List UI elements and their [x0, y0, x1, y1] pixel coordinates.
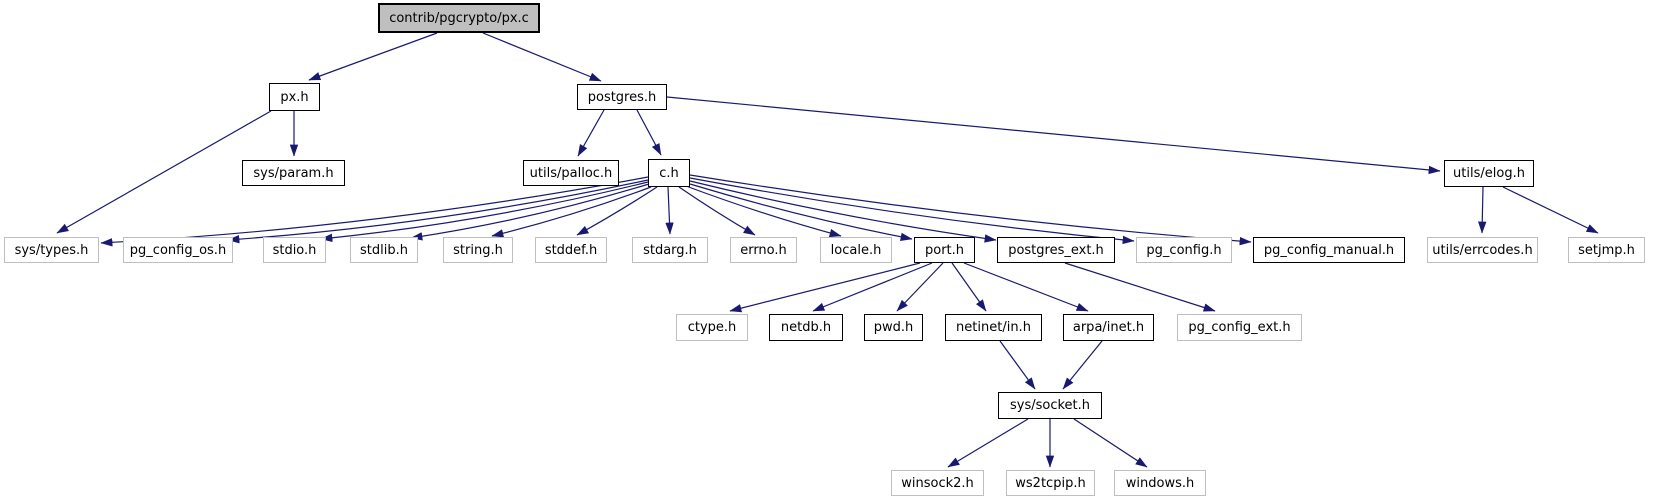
graph-node-stdio_h: stdio.h	[263, 237, 326, 263]
graph-node-setjmp_h: setjmp.h	[1568, 237, 1645, 263]
edge-netinet_in_h-to-sys_socket_h	[999, 340, 1036, 390]
graph-node-postgres_ext_h[interactable]: postgres_ext.h	[997, 237, 1115, 263]
graph-node-c_h[interactable]: c.h	[648, 159, 690, 187]
edge-postgres_h-to-utils_elog_h	[666, 96, 1441, 175]
graph-node-label: stdio.h	[272, 242, 317, 258]
edge-port_h-to-netdb_h	[812, 262, 933, 312]
graph-node-label: utils/errcodes.h	[1432, 242, 1533, 258]
graph-node-netinet_in_h[interactable]: netinet/in.h	[945, 314, 1042, 341]
graph-node-pg_config_os_h: pg_config_os.h	[123, 237, 233, 263]
edge-c_h-to-pg_config_h	[689, 177, 1135, 245]
graph-node-label: string.h	[453, 242, 503, 258]
graph-node-stdlib_h: stdlib.h	[350, 237, 418, 263]
graph-node-ctype_h: ctype.h	[676, 314, 748, 341]
edge-c_h-to-port_h	[689, 183, 913, 241]
graph-node-sys_param_h[interactable]: sys/param.h	[242, 160, 345, 186]
graph-node-stddef_h: stddef.h	[535, 237, 607, 263]
graph-node-label: utils/palloc.h	[529, 165, 613, 181]
edge-sys_socket_h-to-winsock2_h	[947, 418, 1029, 468]
graph-node-utils_elog_h[interactable]: utils/elog.h	[1444, 160, 1534, 187]
graph-node-label: netdb.h	[780, 320, 832, 335]
graph-node-label: utils/elog.h	[1453, 166, 1525, 181]
edge-port_h-to-arpa_inet_h	[963, 262, 1089, 312]
graph-node-stdarg_h: stdarg.h	[632, 237, 708, 263]
graph-node-label: c.h	[659, 165, 679, 181]
graph-node-label: stdarg.h	[643, 242, 697, 258]
edge-c_h-to-stddef_h	[576, 186, 658, 236]
edge-px_c-to-px_h	[308, 32, 438, 81]
graph-node-pg_config_ext_h: pg_config_ext.h	[1177, 314, 1302, 341]
graph-node-netdb_h[interactable]: netdb.h	[769, 314, 843, 341]
edge-c_h-to-stdlib_h	[410, 183, 650, 241]
edge-c_h-to-pg_config_os_h	[227, 179, 649, 244]
graph-node-label: stddef.h	[544, 242, 598, 258]
graph-node-label: netinet/in.h	[956, 320, 1031, 335]
graph-node-px_c[interactable]: contrib/pgcrypto/px.c	[378, 3, 540, 33]
graph-node-label: postgres.h	[587, 89, 657, 105]
graph-node-label: stdlib.h	[360, 242, 408, 258]
graph-node-label: postgres_ext.h	[1008, 242, 1104, 258]
edge-c_h-to-errno_h	[678, 186, 756, 236]
graph-node-label: pg_config_manual.h	[1263, 242, 1395, 258]
graph-node-sys_socket_h[interactable]: sys/socket.h	[998, 392, 1102, 419]
graph-node-label: sys/types.h	[14, 242, 89, 258]
edge-px_c-to-postgres_h	[482, 32, 602, 82]
graph-node-pwd_h[interactable]: pwd.h	[864, 314, 923, 341]
edge-port_h-to-netinet_in_h	[951, 262, 987, 312]
edge-postgres_ext_h-to-pg_config_ext_h	[1064, 262, 1216, 312]
edge-port_h-to-ctype_h	[729, 262, 921, 313]
edge-utils_elog_h-to-utils_errcodes_h	[1478, 186, 1487, 234]
graph-node-locale_h: locale.h	[820, 237, 892, 263]
graph-node-label: setjmp.h	[1578, 242, 1635, 258]
graph-node-label: sys/socket.h	[1009, 398, 1091, 413]
graph-node-label: contrib/pgcrypto/px.c	[389, 10, 529, 26]
graph-node-label: arpa/inet.h	[1072, 320, 1145, 335]
edge-c_h-to-stdio_h	[320, 181, 649, 243]
edge-c_h-to-stdarg_h	[665, 186, 674, 235]
graph-node-errno_h: errno.h	[730, 237, 797, 263]
edge-arpa_inet_h-to-sys_socket_h	[1062, 340, 1103, 390]
graph-node-label: pg_config.h	[1146, 242, 1222, 258]
graph-node-port_h[interactable]: port.h	[914, 237, 975, 263]
graph-node-label: pg_config_ext.h	[1188, 320, 1291, 335]
edge-c_h-to-pg_config_manual_h	[689, 174, 1252, 246]
graph-node-arpa_inet_h[interactable]: arpa/inet.h	[1063, 314, 1154, 341]
graph-node-utils_errcodes_h: utils/errcodes.h	[1427, 237, 1538, 263]
graph-node-sys_types_h: sys/types.h	[4, 237, 99, 263]
graph-node-label: winsock2.h	[901, 475, 974, 491]
graph-node-label: pg_config_os.h	[129, 242, 227, 258]
graph-node-utils_palloc_h[interactable]: utils/palloc.h	[523, 160, 619, 186]
graph-node-windows_h: windows.h	[1114, 470, 1206, 496]
edge-c_h-to-string_h	[491, 186, 652, 238]
graph-node-label: ctype.h	[687, 320, 737, 335]
graph-node-postgres_h[interactable]: postgres.h	[577, 84, 667, 110]
edge-c_h-to-locale_h	[685, 185, 842, 238]
graph-node-label: ws2tcpip.h	[1015, 475, 1086, 491]
edge-c_h-to-postgres_ext_h	[689, 180, 997, 243]
graph-node-pg_config_manual_h[interactable]: pg_config_manual.h	[1253, 237, 1405, 263]
edge-port_h-to-pwd_h	[896, 262, 944, 312]
edge-utils_elog_h-to-setjmp_h	[1502, 186, 1599, 234]
edge-px_h-to-sys_types_h	[56, 110, 272, 234]
graph-node-label: port.h	[924, 242, 965, 258]
edge-sys_socket_h-to-windows_h	[1073, 418, 1148, 468]
graph-node-label: sys/param.h	[253, 165, 334, 181]
graph-node-label: px.h	[280, 89, 309, 105]
graph-node-string_h: string.h	[443, 237, 513, 263]
graph-node-label: locale.h	[830, 242, 882, 258]
graph-node-ws2tcpip_h: ws2tcpip.h	[1006, 470, 1095, 496]
graph-node-winsock2_h: winsock2.h	[891, 470, 984, 496]
graph-node-px_h[interactable]: px.h	[269, 83, 320, 111]
edge-postgres_h-to-utils_palloc_h	[577, 109, 605, 157]
graph-node-label: pwd.h	[873, 320, 914, 335]
graph-node-label: windows.h	[1125, 475, 1195, 491]
graph-node-pg_config_h: pg_config.h	[1136, 237, 1232, 263]
edge-postgres_h-to-c_h	[636, 109, 662, 156]
graph-node-label: errno.h	[740, 242, 787, 258]
